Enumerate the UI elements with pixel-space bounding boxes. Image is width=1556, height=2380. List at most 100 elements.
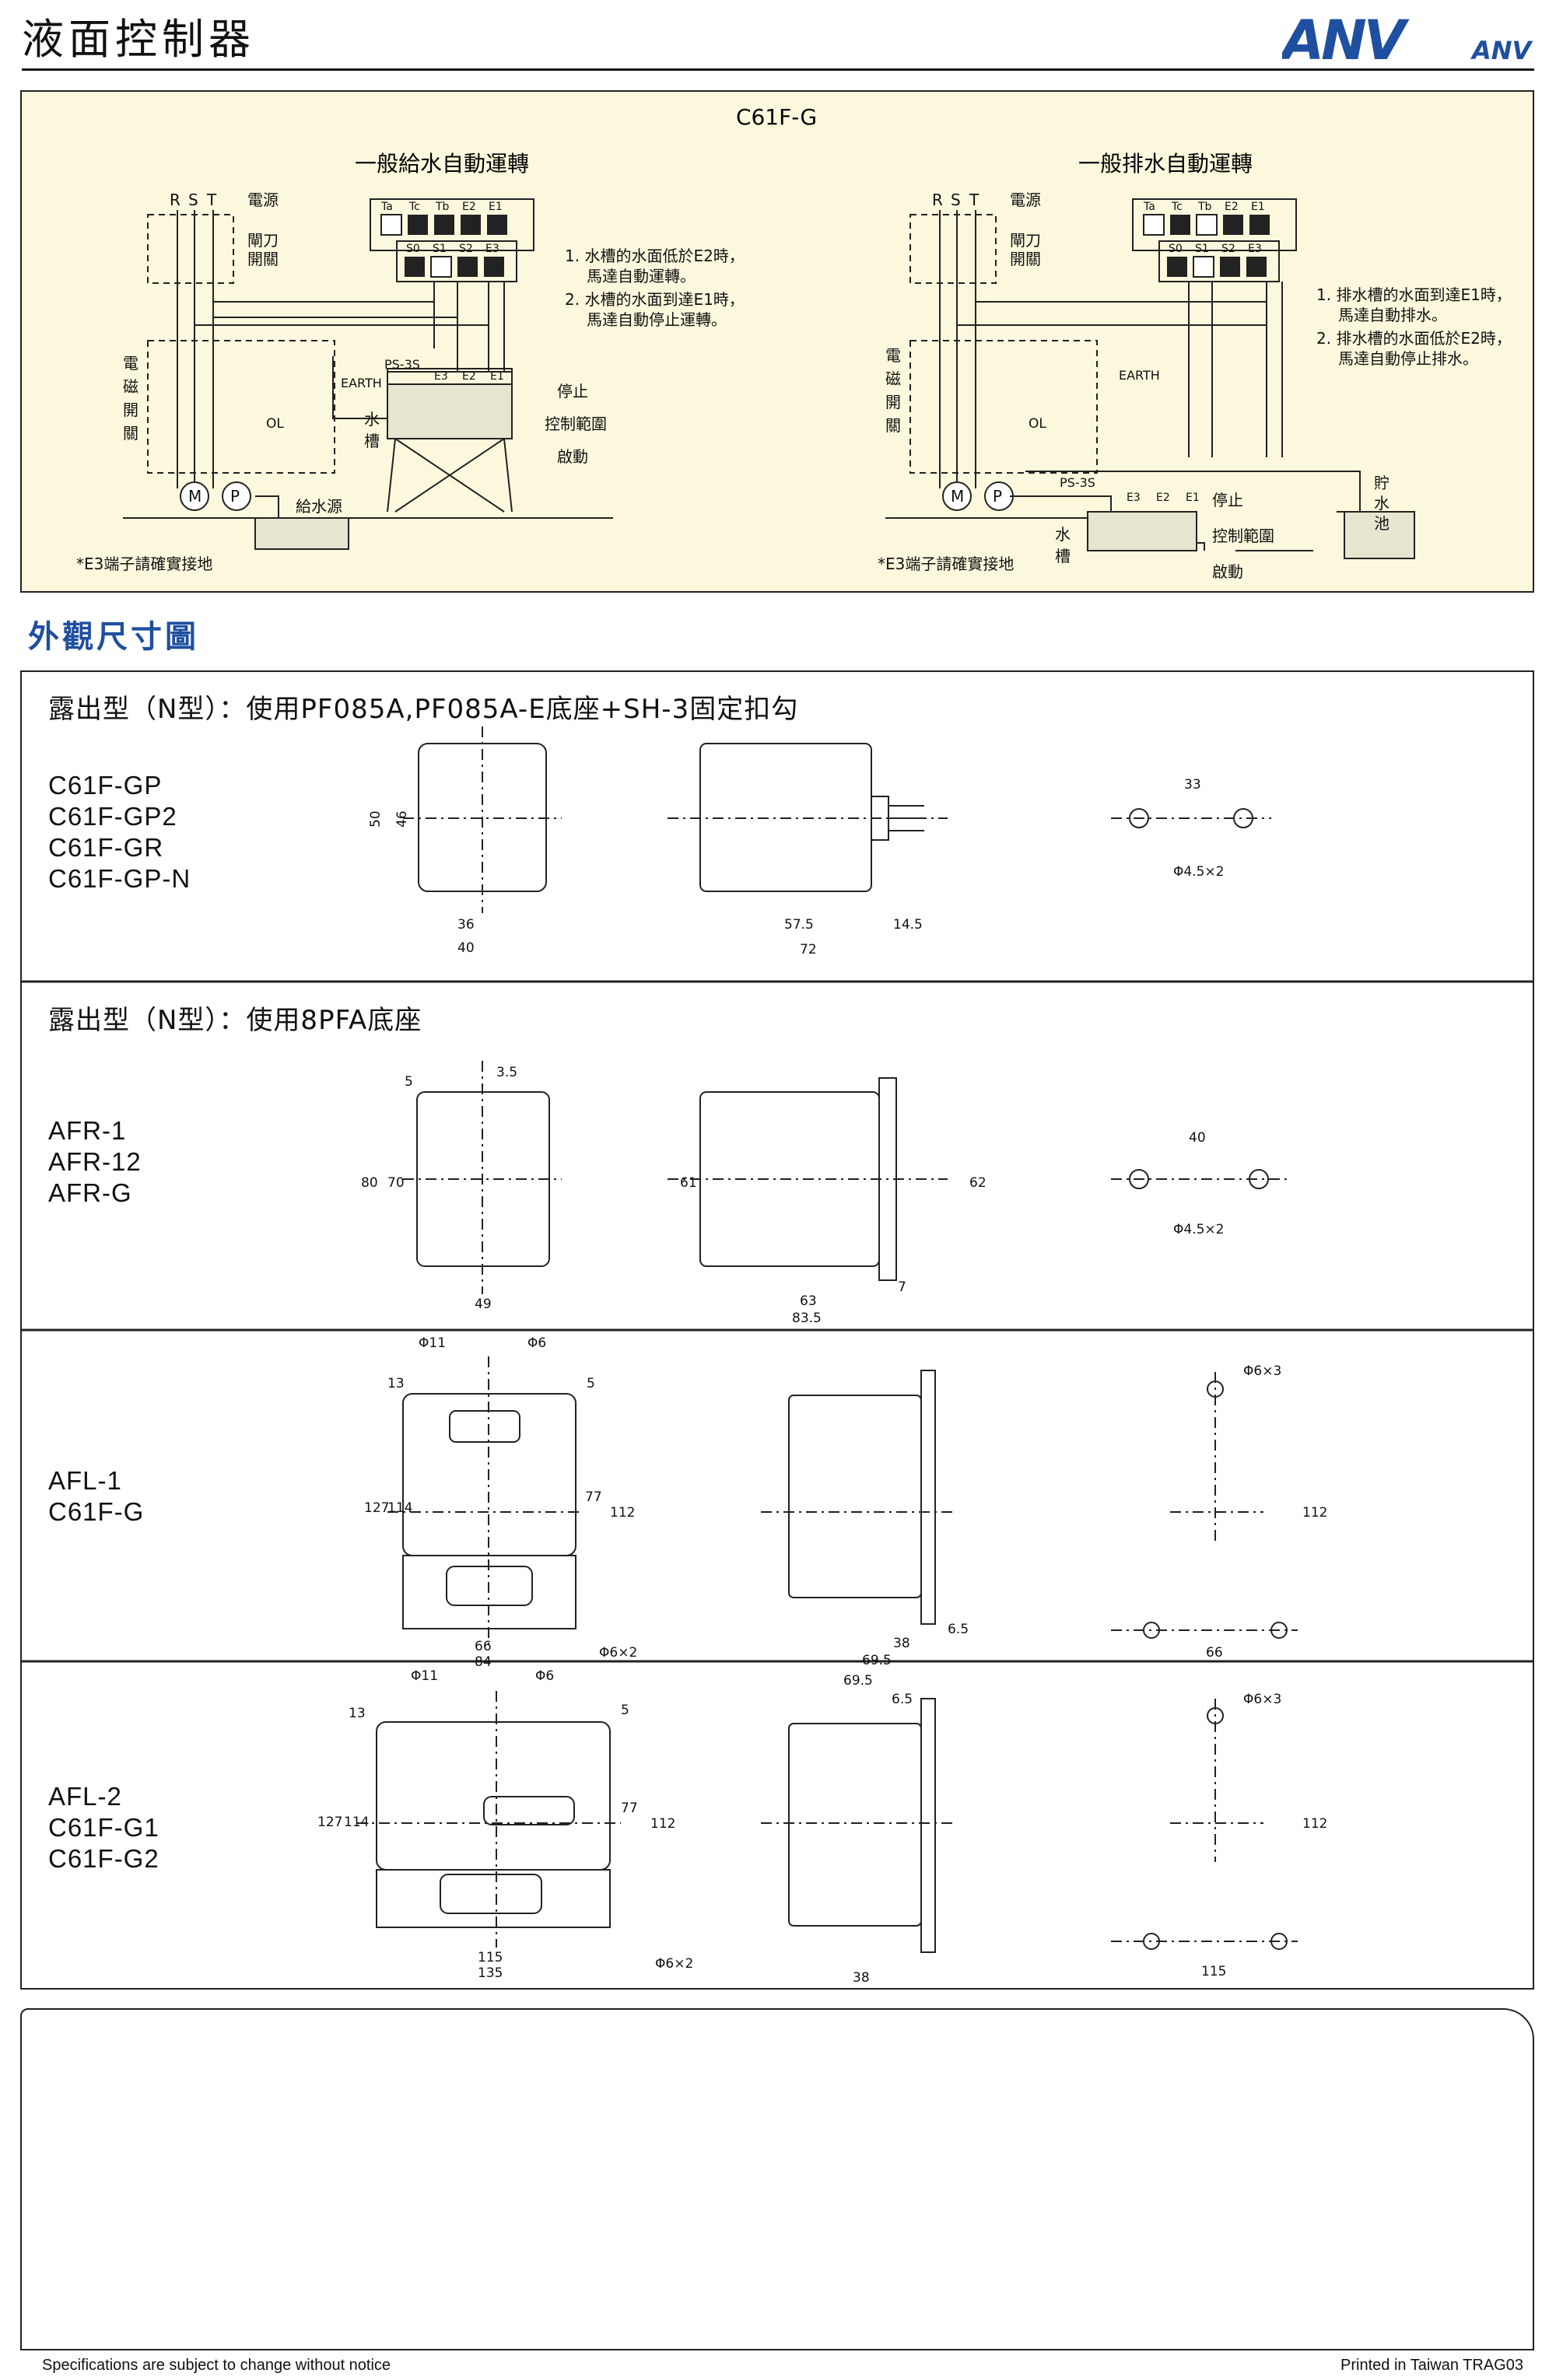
phase-t-label: T xyxy=(206,191,217,209)
left-diagram xyxy=(123,198,613,550)
contactor-label-3: 開 xyxy=(123,401,138,419)
knife-switch-label-2: 開關 xyxy=(247,250,279,268)
dimension-drawings: 36 40 50 46 57.5 14.5 72 33 Φ4.5×2 49 3.… xyxy=(22,726,1533,1986)
right-labels: R S T 電源 閘刀 開關 電 磁 開 關 Ta Tc Tb E2 E1 S0… xyxy=(878,191,1512,581)
dim-value: 77 xyxy=(585,1489,602,1505)
anv-logo: ANV ANV xyxy=(1282,11,1533,65)
phase-s-label: S xyxy=(951,191,961,209)
contactor-label-4: 關 xyxy=(885,416,901,435)
pump-label: P xyxy=(230,487,240,506)
dim-value: 112 xyxy=(650,1816,675,1832)
terminal-s2: S2 xyxy=(459,243,473,255)
dim-value: 40 xyxy=(457,940,475,956)
row1-models: C61F-GP C61F-GP2 C61F-GR C61F-GP-N xyxy=(48,770,191,894)
dim-value: 3.5 xyxy=(496,1065,517,1080)
phase-t-label: T xyxy=(969,191,980,209)
dim-value: 112 xyxy=(610,1505,635,1521)
dim-value: 127 xyxy=(364,1500,389,1516)
model-name: AFL-1 xyxy=(48,1466,122,1495)
dim-value: 33 xyxy=(1184,777,1201,793)
terminal-e3: E3 xyxy=(1248,243,1262,255)
left-diagram-title: 一般給水自動運轉 xyxy=(355,151,529,177)
wiring-diagram-panel: C61F-G xyxy=(20,90,1534,593)
logo-text: ANV xyxy=(1282,11,1410,65)
terminal-e1: E1 xyxy=(1251,201,1265,213)
row2-models: AFR-1 AFR-12 AFR-G xyxy=(48,1115,142,1209)
right-note-2b: 馬達自動停止排水。 xyxy=(1338,349,1478,368)
terminal-e3: E3 xyxy=(485,243,499,255)
row4-dims: Φ11 Φ6 115 135 Φ6×2 127 114 13 5 77 112 … xyxy=(317,1668,1327,1986)
power-label: 電源 xyxy=(247,191,279,209)
right-note-2: 2. 排水槽的水面低於E2時， xyxy=(1316,329,1512,348)
tank-label: 水 xyxy=(364,410,380,429)
left-labels: R S T 電源 閘刀 開關 電 磁 開 關 Ta Tc Tb E2 E1 S0… xyxy=(76,191,745,573)
start-label: 啟動 xyxy=(1212,562,1243,581)
dim-value: 62 xyxy=(969,1175,987,1191)
contactor-label-3: 開 xyxy=(885,393,901,411)
row4-drawings xyxy=(356,1691,1298,1953)
dim-value: 63 xyxy=(800,1293,817,1309)
terminal-ta: Ta xyxy=(1143,201,1155,213)
motor-label: M xyxy=(951,487,964,506)
logo-small-text: ANV xyxy=(1470,36,1533,65)
dim-value: 115 xyxy=(1201,1964,1226,1979)
dim-value: 14.5 xyxy=(893,917,923,933)
dim-value: 69.5 xyxy=(862,1653,892,1668)
terminal-e1: E1 xyxy=(489,201,503,213)
sensor-label: PS-3S xyxy=(384,357,420,372)
dim-value: 5 xyxy=(405,1074,413,1090)
dim-value: Φ6×3 xyxy=(1243,1363,1281,1379)
model-name: AFR-1 xyxy=(48,1116,127,1145)
row2-title: 露出型（N型）：使用8PFA底座 xyxy=(48,1005,422,1036)
section-heading: 外觀尺寸圖 xyxy=(28,619,199,655)
left-note-1: 1. 水槽的水面低於E2時， xyxy=(565,247,745,265)
right-note-1: 1. 排水槽的水面到達E1時， xyxy=(1316,285,1512,304)
dim-value: 72 xyxy=(800,942,817,957)
dim-value: 5 xyxy=(621,1703,629,1718)
row4-models: AFL-2 C61F-G1 C61F-G2 xyxy=(48,1781,159,1874)
phase-s-label: S xyxy=(188,191,198,209)
row2-dims: 49 3.5 5 80 70 61 62 7 63 83.5 40 Φ4.5×2 xyxy=(361,1065,1224,1326)
dim-value: Φ11 xyxy=(411,1668,438,1684)
contactor-label-2: 磁 xyxy=(885,369,901,388)
dim-value: 112 xyxy=(1302,1505,1327,1521)
dim-value: Φ6×2 xyxy=(599,1645,637,1661)
dim-value: 127 xyxy=(317,1815,342,1830)
left-note-1b: 馬達自動運轉。 xyxy=(587,267,696,285)
terminal-s0: S0 xyxy=(406,243,420,255)
header-divider xyxy=(22,68,1534,71)
terminal-tc: Tc xyxy=(1171,201,1183,213)
row3-models: AFL-1 C61F-G xyxy=(48,1465,144,1528)
ol-label: OL xyxy=(266,416,284,432)
dim-value: 6.5 xyxy=(892,1692,913,1707)
row1-title: 露出型（N型）：使用PF085A,PF085A-E底座+SH-3固定扣勾 xyxy=(48,694,799,725)
reservoir-label: 貯 xyxy=(1374,474,1390,492)
earth-label: EARTH xyxy=(341,376,382,390)
model-name: AFR-12 xyxy=(48,1147,142,1176)
tank-label-2: 槽 xyxy=(1055,547,1071,565)
dim-value: 50 xyxy=(368,810,384,828)
dim-value: Φ4.5×2 xyxy=(1173,1222,1224,1237)
dim-value: 7 xyxy=(898,1279,906,1295)
dim-value: 114 xyxy=(387,1500,412,1516)
row2-drawings xyxy=(403,1061,1287,1294)
right-footnote: *E3端子請確實接地 xyxy=(878,555,1014,573)
dim-value: 66 xyxy=(475,1639,492,1654)
terminal-tb: Tb xyxy=(1197,201,1212,213)
range-label: 控制範圍 xyxy=(1212,527,1274,545)
earth-label: EARTH xyxy=(1119,368,1160,383)
dim-value: Φ6 xyxy=(527,1335,546,1351)
electrode-e2-label: E2 xyxy=(462,370,476,383)
pump-label: P xyxy=(993,487,1002,506)
tank-label: 水 xyxy=(1055,525,1071,544)
dim-value: 46 xyxy=(394,810,410,828)
power-label: 電源 xyxy=(1010,191,1041,209)
row3-drawings xyxy=(387,1356,1298,1644)
terminal-tb: Tb xyxy=(435,201,450,213)
phase-r-label: R xyxy=(932,191,943,209)
dim-value: 83.5 xyxy=(792,1311,822,1326)
model-name: C61F-G2 xyxy=(48,1844,159,1873)
dim-value: Φ4.5×2 xyxy=(1173,864,1224,880)
model-name: C61F-GP-N xyxy=(48,864,191,893)
dim-value: 135 xyxy=(478,1965,503,1981)
